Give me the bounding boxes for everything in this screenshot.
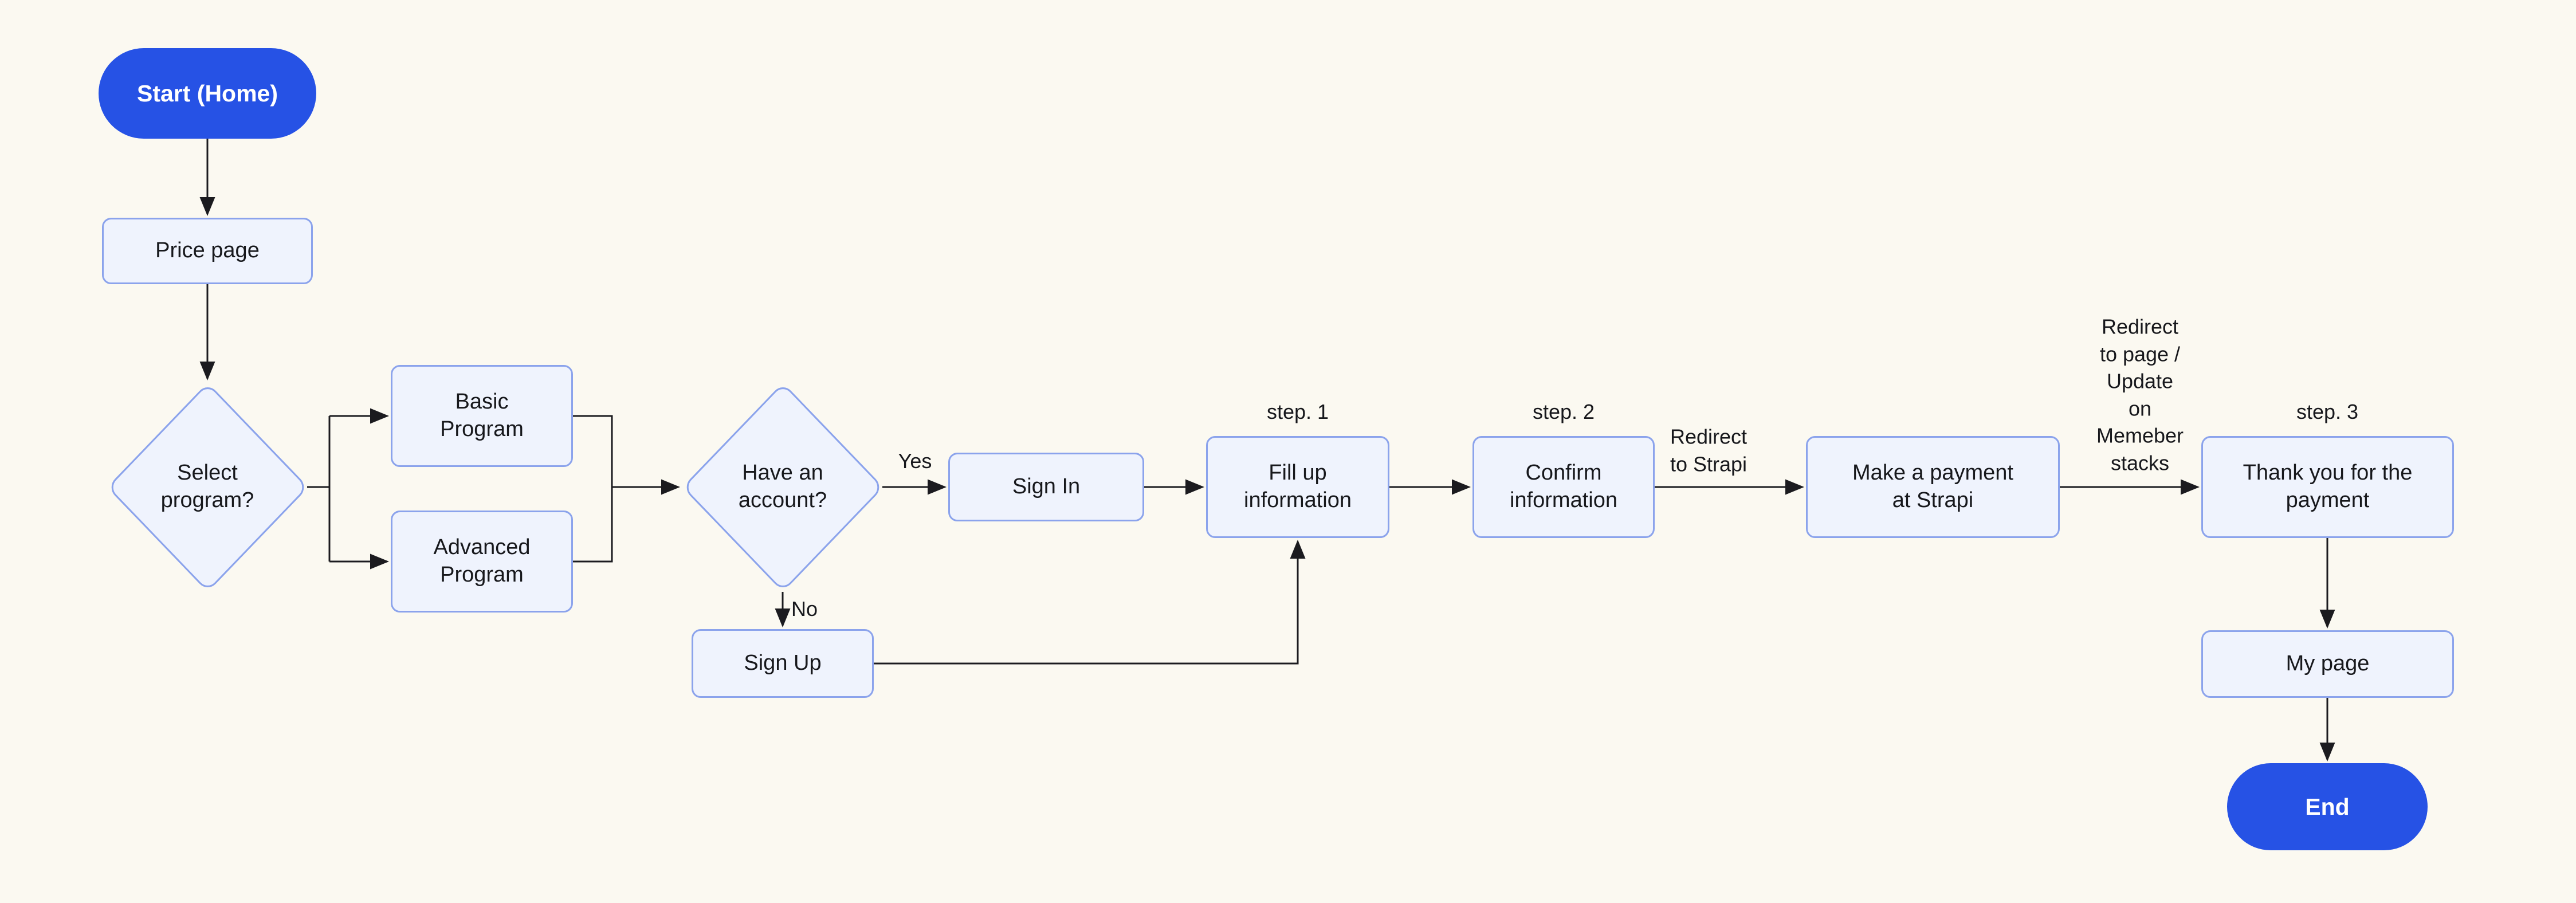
node-start[interactable]: Start (Home) bbox=[99, 48, 316, 139]
edge-signup-to-fill bbox=[874, 540, 1306, 665]
node-advanced-program[interactable]: Advanced Program bbox=[391, 511, 573, 613]
diamond-label: Select program? bbox=[160, 461, 254, 512]
edge-label-step-3: step. 3 bbox=[2296, 400, 2359, 424]
node-basic-program[interactable]: Basic Program bbox=[391, 365, 573, 467]
node-thank-you[interactable]: Thank you for the payment bbox=[2201, 436, 2454, 538]
edge-label-no: No bbox=[791, 597, 818, 621]
edge-merge-programs bbox=[573, 415, 613, 563]
edge-label-yes: Yes bbox=[898, 449, 932, 473]
edge-label-redirect-page-update: Redirect to page / Update on Memeber sta… bbox=[2096, 315, 2184, 475]
node-price-page[interactable]: Price page bbox=[102, 218, 313, 284]
node-confirm-information[interactable]: Confirm information bbox=[1472, 436, 1655, 538]
node-have-account[interactable]: Have an account? bbox=[681, 382, 884, 592]
edge-label-step-1: step. 1 bbox=[1266, 400, 1329, 424]
diamond-label: Have an account? bbox=[738, 461, 827, 512]
node-my-page[interactable]: My page bbox=[2201, 630, 2454, 698]
edge-label-redirect-strapi: Redirect to Strapi bbox=[1670, 425, 1748, 476]
node-select-program[interactable]: Select program? bbox=[106, 382, 309, 592]
node-sign-up[interactable]: Sign Up bbox=[692, 629, 874, 698]
node-fill-information[interactable]: Fill up information bbox=[1206, 436, 1389, 538]
node-end[interactable]: End bbox=[2227, 763, 2428, 850]
edge-label-step-2: step. 2 bbox=[1532, 400, 1595, 424]
node-make-payment[interactable]: Make a payment at Strapi bbox=[1806, 436, 2060, 538]
node-sign-in[interactable]: Sign In bbox=[948, 453, 1144, 521]
